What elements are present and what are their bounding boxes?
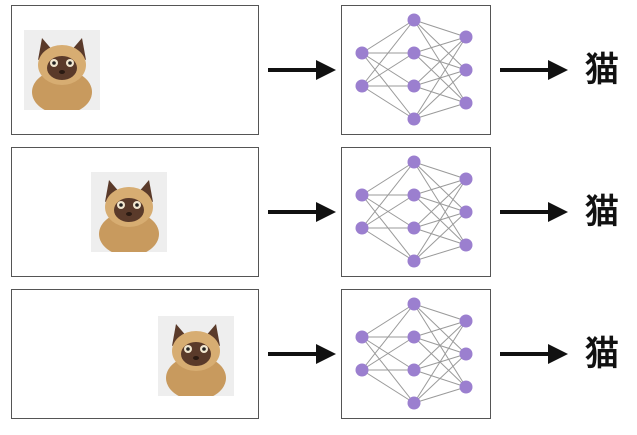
- neuron-node: [459, 205, 473, 219]
- neuron-node: [407, 396, 421, 410]
- right-arrow-icon: [500, 60, 568, 80]
- neuron-node: [407, 188, 421, 202]
- neuron-node: [459, 347, 473, 361]
- network-edge: [413, 36, 467, 87]
- neuron-node: [459, 380, 473, 394]
- output-label: 猫: [585, 334, 619, 374]
- neuron-node: [407, 46, 421, 60]
- network-edge: [361, 19, 415, 54]
- cat-image: [24, 30, 100, 110]
- neuron-node: [459, 238, 473, 252]
- neuron-node: [407, 330, 421, 344]
- input-image-frame: [11, 147, 259, 277]
- neuron-node: [407, 112, 421, 126]
- input-image-frame: [11, 289, 259, 419]
- network-edge: [413, 102, 467, 120]
- network-edge: [413, 178, 467, 196]
- pipeline-row-2: 猫: [0, 147, 637, 282]
- neuron-node: [407, 297, 421, 311]
- network-edge: [413, 178, 467, 229]
- network-edge: [361, 85, 415, 120]
- network-edge: [361, 19, 415, 87]
- network-edge: [361, 303, 415, 338]
- neural-network-box: [341, 147, 491, 277]
- cat-image: [158, 316, 234, 396]
- neuron-node: [459, 63, 473, 77]
- network-edge: [413, 320, 467, 338]
- neuron-node: [407, 254, 421, 268]
- network-edge: [361, 369, 415, 404]
- neuron-node: [407, 79, 421, 93]
- network-edge: [361, 227, 415, 262]
- neuron-node: [407, 155, 421, 169]
- network-edge: [413, 19, 467, 38]
- network-edge: [413, 320, 467, 404]
- neuron-node: [355, 330, 369, 344]
- neuron-node: [355, 221, 369, 235]
- neural-network-icon: [355, 13, 473, 126]
- network-edge: [413, 303, 467, 322]
- right-arrow-icon: [268, 344, 336, 364]
- cat-image: [91, 172, 167, 252]
- neuron-node: [355, 46, 369, 60]
- neuron-node: [407, 13, 421, 27]
- neuron-node: [459, 314, 473, 328]
- neuron-node: [355, 363, 369, 377]
- network-edge: [413, 353, 467, 404]
- right-arrow-icon: [500, 202, 568, 222]
- network-edge: [413, 386, 467, 404]
- input-image-frame: [11, 5, 259, 135]
- neuron-node: [459, 172, 473, 186]
- neuron-node: [407, 221, 421, 235]
- neural-network-box: [341, 5, 491, 135]
- right-arrow-icon: [268, 202, 336, 222]
- neural-network-box: [341, 289, 491, 419]
- neuron-node: [407, 363, 421, 377]
- output-label: 猫: [585, 192, 619, 232]
- network-edge: [361, 194, 415, 229]
- network-edge: [361, 336, 415, 371]
- network-edge: [413, 178, 467, 262]
- network-edge: [413, 161, 467, 180]
- neuron-node: [459, 96, 473, 110]
- network-edge: [413, 244, 467, 262]
- neuron-node: [355, 79, 369, 93]
- network-edge: [413, 320, 467, 371]
- neural-network-icon: [355, 297, 473, 410]
- network-edge: [413, 36, 467, 120]
- network-edge: [361, 303, 415, 371]
- output-label: 猫: [585, 50, 619, 90]
- pipeline-row-3: 猫: [0, 289, 637, 424]
- pipeline-row-1: 猫: [0, 5, 637, 140]
- network-edge: [413, 211, 467, 262]
- right-arrow-icon: [500, 344, 568, 364]
- network-edge: [361, 52, 415, 87]
- right-arrow-icon: [268, 60, 336, 80]
- network-edge: [361, 161, 415, 229]
- network-edge: [413, 69, 467, 120]
- network-edge: [361, 161, 415, 196]
- neuron-node: [355, 188, 369, 202]
- network-edge: [413, 36, 467, 54]
- neural-network-icon: [355, 155, 473, 268]
- neuron-node: [459, 30, 473, 44]
